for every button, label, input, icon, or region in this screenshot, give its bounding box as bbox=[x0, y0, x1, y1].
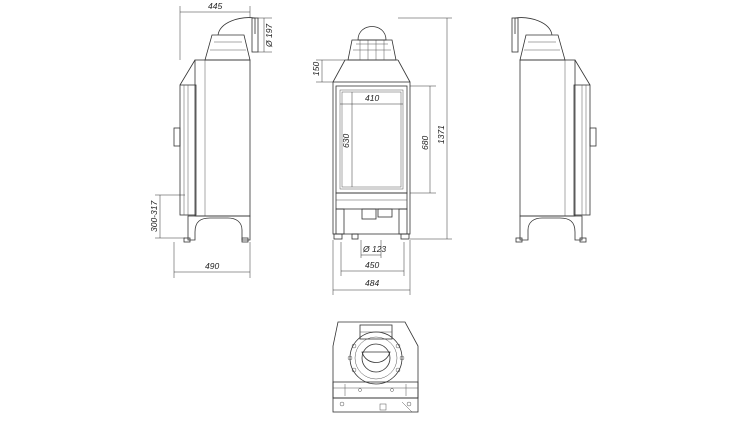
dim-total-height: 1371 bbox=[436, 125, 446, 144]
side-view-left bbox=[173, 17, 259, 243]
dim-side-depth: 490 bbox=[205, 261, 219, 271]
front-view bbox=[332, 26, 411, 240]
plan-view bbox=[332, 321, 419, 413]
dim-total-width: 484 bbox=[365, 278, 379, 288]
dim-flue-diameter: Ø 197 bbox=[264, 24, 274, 48]
side-view-right bbox=[511, 17, 597, 243]
dim-door-height-outer: 680 bbox=[420, 136, 430, 150]
dim-leg-height-range: 300-317 bbox=[149, 201, 159, 232]
dim-top-offset: 150 bbox=[311, 62, 321, 76]
front-view-dimensions: 150 410 630 680 1371 Ø 123 450 484 bbox=[311, 17, 452, 295]
dim-top-depth: 445 bbox=[208, 1, 222, 11]
side-view-left-dimensions: 445 Ø 197 300-317 490 bbox=[149, 1, 274, 278]
dim-leg-span: 450 bbox=[365, 260, 379, 270]
dim-door-height-inner: 630 bbox=[341, 134, 351, 148]
dim-air-inlet-diameter: Ø 123 bbox=[362, 244, 386, 254]
dim-door-width: 410 bbox=[365, 93, 379, 103]
